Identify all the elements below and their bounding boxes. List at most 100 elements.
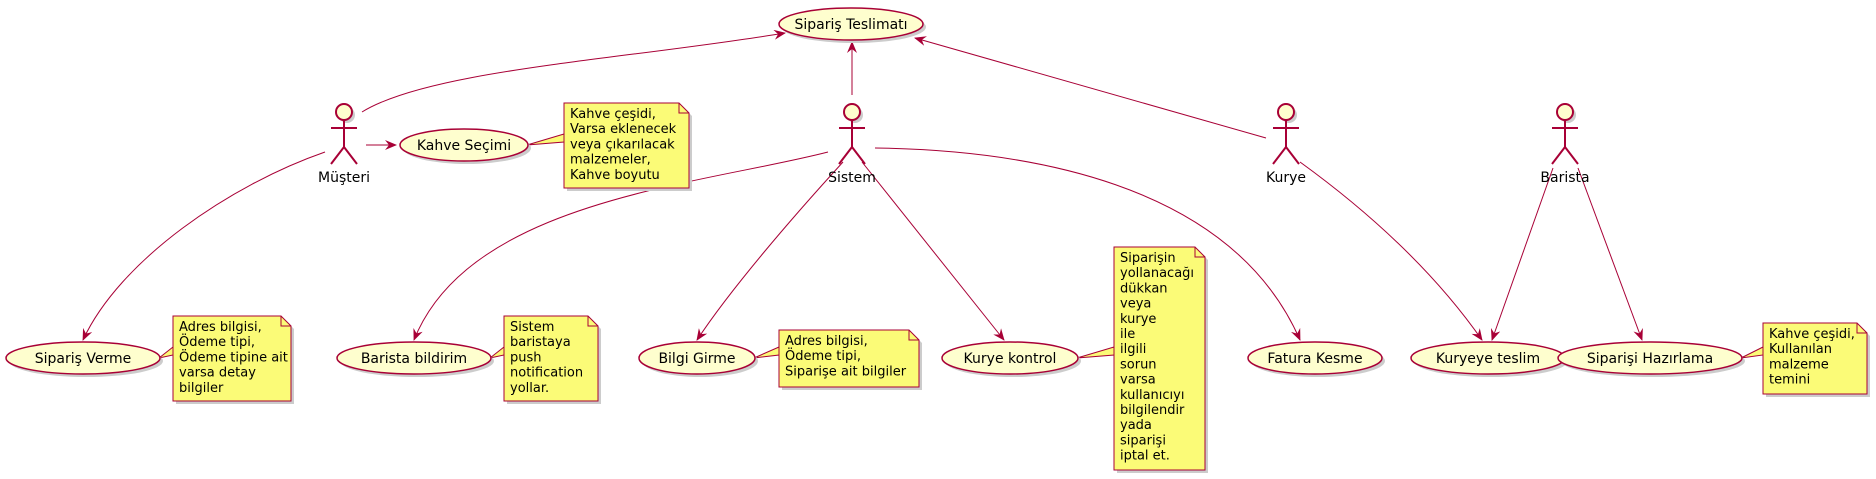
actor-label: Sistem bbox=[828, 170, 876, 186]
note-line: kurye bbox=[1120, 312, 1156, 327]
note-line: Kullanılan bbox=[1769, 342, 1832, 357]
note-line: iptal et. bbox=[1120, 449, 1170, 464]
note-line: Ödeme tipi, bbox=[785, 347, 861, 364]
usecase-label: Kahve Seçimi bbox=[417, 138, 511, 154]
usecase-kahve-secimi: Kahve Seçimi bbox=[399, 128, 531, 164]
note-line: sorun bbox=[1120, 357, 1157, 372]
usecase-bilgi-girme: Bilgi Girme bbox=[638, 341, 758, 377]
note-line: veya bbox=[1120, 297, 1151, 312]
note-connector bbox=[526, 133, 565, 146]
actor-sistem: Sistem bbox=[828, 103, 876, 186]
usecase-siparisi-hazirlama: Siparişi Hazırlama bbox=[1557, 341, 1745, 377]
note-line: notification bbox=[510, 366, 583, 381]
note-line: veya çıkarılacak bbox=[570, 137, 675, 152]
actor-kurye: Kurye bbox=[1266, 103, 1306, 186]
note-fold bbox=[678, 103, 689, 114]
usecase-siparis-verme: Sipariş Verme bbox=[5, 341, 163, 377]
note-fold bbox=[587, 316, 598, 327]
note-line: kullanıcıyı bbox=[1120, 388, 1184, 403]
note-connector bbox=[753, 346, 780, 359]
note-line: Varsa eklenecek bbox=[570, 122, 677, 137]
note-fold bbox=[1194, 247, 1205, 258]
relation-musteri-to-siparis-teslimati bbox=[361, 29, 786, 113]
note-line: Siparişe ait bilgiler bbox=[785, 364, 907, 379]
usecase-siparis-teslimati: Sipariş Teslimatı bbox=[778, 7, 926, 43]
note-line: ilgili bbox=[1120, 342, 1146, 357]
note-fold bbox=[1856, 323, 1867, 334]
note-connector bbox=[1740, 346, 1764, 359]
usecase-ellipse bbox=[336, 341, 492, 375]
note-line: varsa detay bbox=[179, 366, 256, 381]
actor-label: Kurye bbox=[1266, 170, 1306, 186]
relation-kurye-to-kuryeye-teslim bbox=[1299, 161, 1483, 341]
relation-barista-to-kuryeye-teslim bbox=[1490, 167, 1554, 341]
note-line: Kahve boyutu bbox=[570, 168, 660, 183]
actors-layer: Müşteri Sistem Kurye Barista bbox=[318, 103, 1590, 186]
note-line: ile bbox=[1120, 327, 1135, 342]
usecase-ellipse bbox=[941, 341, 1079, 375]
note-connector bbox=[158, 345, 174, 359]
relation-sistem-to-bilgi-girme bbox=[696, 161, 844, 341]
note-fold bbox=[908, 330, 919, 341]
usecase-fatura-kesme: Fatura Kesme bbox=[1247, 341, 1385, 377]
note-line: temini bbox=[1769, 373, 1810, 388]
usecase-label: Fatura Kesme bbox=[1267, 351, 1362, 367]
note-line: yollanacağı bbox=[1120, 266, 1194, 281]
note-line: Siparişin bbox=[1120, 251, 1176, 266]
relation-sistem-to-fatura-kesme bbox=[874, 147, 1301, 341]
usecase-label: Sipariş Verme bbox=[35, 351, 132, 367]
relation-sistem-to-kurye-kontrol bbox=[861, 161, 1005, 341]
note-line: bilgiler bbox=[179, 381, 224, 396]
note-line: yada bbox=[1120, 418, 1152, 433]
usecase-label: Kurye kontrol bbox=[964, 351, 1057, 367]
usecase-ellipse bbox=[1247, 341, 1383, 375]
note-line: Adres bilgisi, bbox=[785, 334, 868, 349]
relation-sistem-to-barista-bildirim bbox=[413, 151, 829, 341]
note-line: Ödeme tipine ait bbox=[179, 348, 288, 365]
note-line: varsa bbox=[1120, 373, 1156, 388]
note-line: Adres bilgisi, bbox=[179, 320, 262, 335]
relation-kurye-to-siparis-teslimati bbox=[914, 36, 1267, 139]
usecase-kuryeye-teslim: Kuryeye teslim bbox=[1410, 341, 1568, 377]
note-line: baristaya bbox=[510, 335, 571, 350]
usecase-ellipse bbox=[778, 7, 924, 41]
note-kurye: Siparişinyollanacağıdükkanveyakuryeileil… bbox=[1113, 246, 1208, 473]
note-line: yollar. bbox=[510, 381, 549, 396]
actor-figure-icon bbox=[1551, 103, 1579, 165]
note-line: malzemeler, bbox=[570, 153, 651, 168]
relation-musteri-to-siparis-verme bbox=[82, 151, 326, 341]
actor-musteri: Müşteri bbox=[318, 103, 370, 186]
note-line: malzeme bbox=[1769, 357, 1829, 372]
note-line: bilgilendir bbox=[1120, 403, 1185, 418]
usecase-label: Kuryeye teslim bbox=[1436, 351, 1540, 367]
note-bilgi: Adres bilgisi,Ödeme tipi,Siparişe ait bi… bbox=[778, 329, 922, 390]
usecase-barista-bildirim: Barista bildirim bbox=[336, 341, 494, 377]
usecase-ellipse bbox=[5, 341, 161, 375]
note-line: Kahve çeşidi, bbox=[1769, 327, 1855, 342]
usecase-ellipse bbox=[638, 341, 756, 375]
usecase-ellipse bbox=[399, 128, 529, 162]
usecase-label: Bilgi Girme bbox=[658, 351, 735, 367]
note-box bbox=[563, 102, 690, 189]
usecase-label: Barista bildirim bbox=[361, 351, 467, 367]
actor-label: Müşteri bbox=[318, 170, 370, 186]
actor-barista: Barista bbox=[1540, 103, 1590, 186]
note-box bbox=[172, 315, 292, 402]
note-line: push bbox=[510, 350, 542, 365]
usecase-kurye-kontrol: Kurye kontrol bbox=[941, 341, 1081, 377]
note-line: siparişi bbox=[1120, 433, 1166, 448]
note-connector bbox=[489, 345, 505, 359]
relations-layer bbox=[82, 29, 1643, 341]
actor-figure-icon bbox=[330, 103, 358, 165]
note-line: Sistem bbox=[510, 320, 554, 335]
note-box bbox=[778, 329, 920, 388]
actor-label: Barista bbox=[1540, 170, 1589, 186]
note-links-layer bbox=[158, 133, 1764, 359]
note-box bbox=[503, 315, 599, 402]
usecase-label: Siparişi Hazırlama bbox=[1587, 351, 1713, 367]
note-box bbox=[1762, 322, 1868, 395]
relation-barista-to-siparisi-hazirlama bbox=[1577, 167, 1643, 341]
